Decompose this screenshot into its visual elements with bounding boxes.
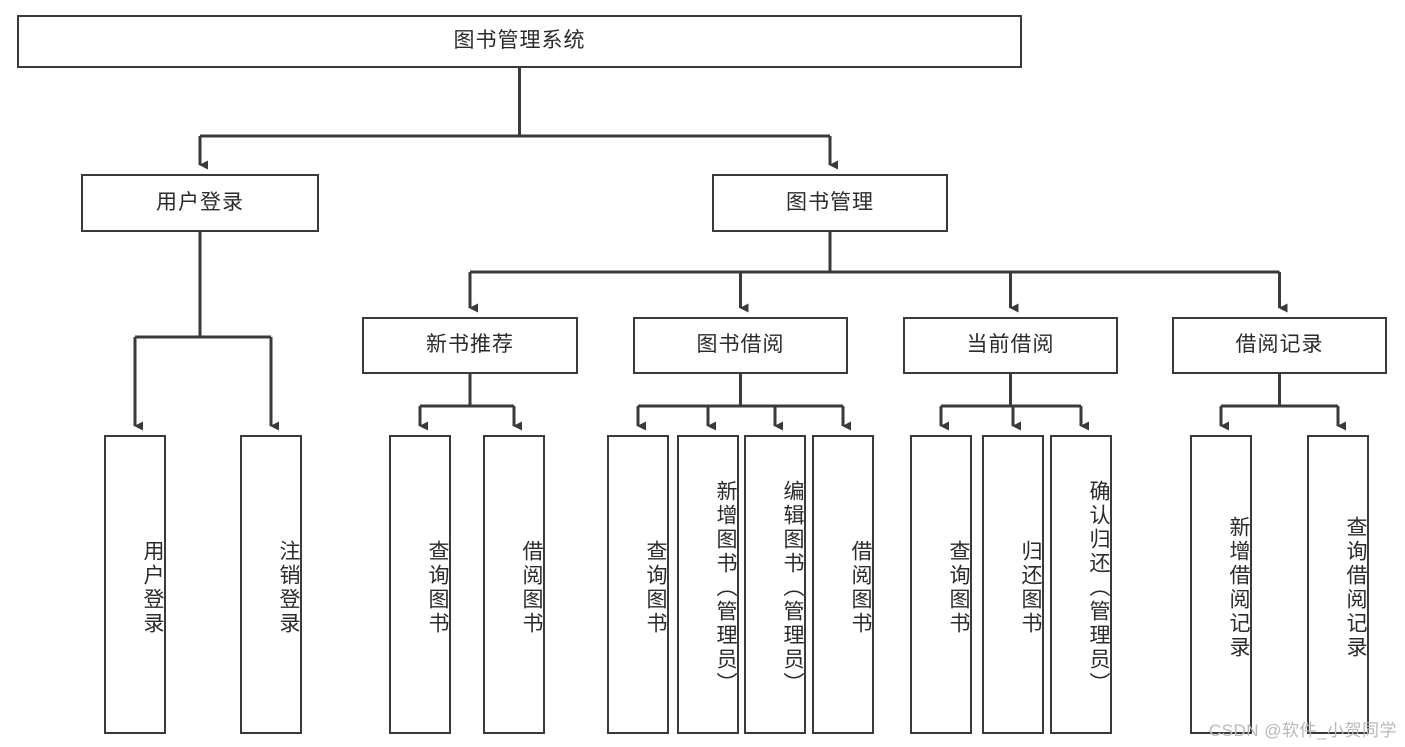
node-label: 新增图书（管理员） xyxy=(714,479,737,696)
node-l-addbook: 新增图书（管理员） xyxy=(677,435,739,734)
node-label: 图书借阅 xyxy=(696,333,785,357)
node-l-addrec: 新增借阅记录 xyxy=(1190,435,1252,734)
node-l-editbook: 编辑图书（管理员） xyxy=(744,435,806,734)
node-l-return: 归还图书 xyxy=(982,435,1044,734)
node-label: 查询图书 xyxy=(947,539,970,636)
node-l-bbook2: 借阅图书 xyxy=(812,435,874,734)
node-label: 图书管理 xyxy=(786,190,874,214)
node-label: 查询图书 xyxy=(644,539,667,636)
node-l-bbook1: 借阅图书 xyxy=(483,435,545,734)
node-label: 注销登录 xyxy=(277,539,300,636)
node-label: 借阅图书 xyxy=(849,539,872,636)
node-label: 查询借阅记录 xyxy=(1344,515,1367,660)
node-label: 确认归还（管理员） xyxy=(1087,479,1110,696)
node-records: 借阅记录 xyxy=(1172,317,1387,374)
node-label: 图书管理系统 xyxy=(453,29,586,53)
node-label: 借阅记录 xyxy=(1235,333,1324,357)
node-bookmgmt: 图书管理 xyxy=(712,174,948,232)
node-l-confirm: 确认归还（管理员） xyxy=(1050,435,1112,734)
node-label: 当前借阅 xyxy=(966,333,1055,357)
node-label: 归还图书 xyxy=(1019,539,1042,636)
node-borrow: 图书借阅 xyxy=(633,317,848,374)
node-label: 用户登录 xyxy=(156,190,244,214)
node-l-logout: 注销登录 xyxy=(240,435,302,734)
node-l-qrec: 查询借阅记录 xyxy=(1307,435,1369,734)
node-l-qbook3: 查询图书 xyxy=(910,435,972,734)
node-label: 用户登录 xyxy=(141,539,164,636)
node-label: 借阅图书 xyxy=(520,539,543,636)
node-label: 编辑图书（管理员） xyxy=(781,479,804,696)
node-l-qbook2: 查询图书 xyxy=(607,435,669,734)
node-l-qbook1: 查询图书 xyxy=(389,435,451,734)
node-label: 新书推荐 xyxy=(426,333,514,357)
node-newbook: 新书推荐 xyxy=(362,317,578,374)
node-label: 新增借阅记录 xyxy=(1227,515,1250,660)
node-label: 查询图书 xyxy=(426,539,449,636)
node-login: 用户登录 xyxy=(81,174,319,232)
node-root: 图书管理系统 xyxy=(17,15,1022,68)
node-l-login: 用户登录 xyxy=(104,435,166,734)
node-current: 当前借阅 xyxy=(903,317,1118,374)
